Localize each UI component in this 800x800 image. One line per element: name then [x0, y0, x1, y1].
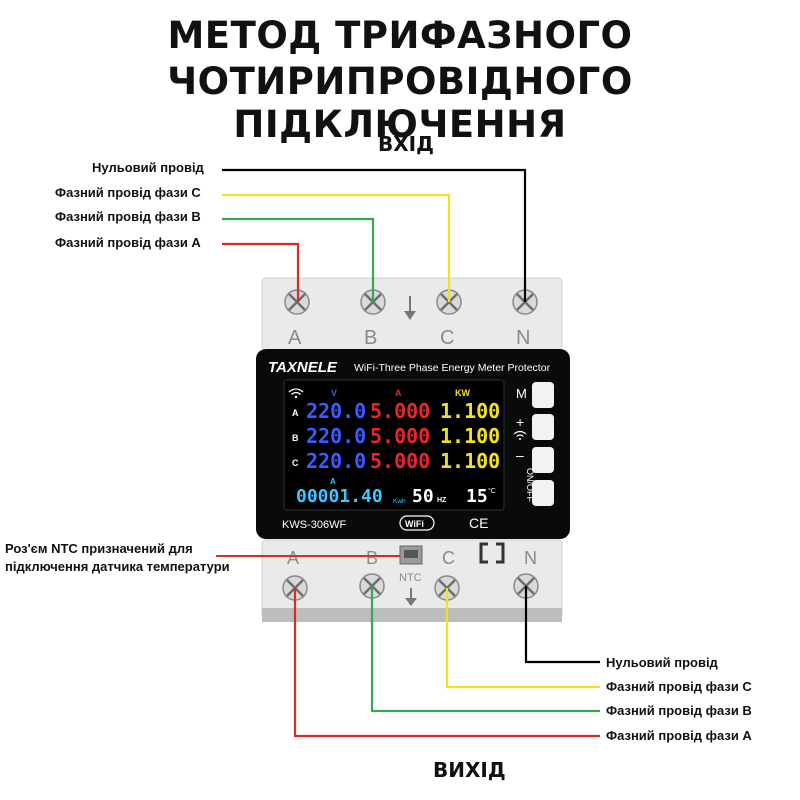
output-wire-phase-a: [293, 588, 600, 738]
output-section-label: ВИХІД: [433, 758, 506, 782]
input-label-phase-b: Фазний провід фази B: [55, 209, 201, 224]
ntc-note-line-1: Роз'єм NTC призначений для: [5, 541, 193, 556]
output-wire-phase-c: [445, 588, 600, 689]
ntc-socket: [404, 550, 418, 558]
bottom-rail: [262, 608, 562, 622]
lcd-screen: [283, 379, 505, 511]
row-b-current: 5.000: [370, 424, 430, 448]
title-line-2: ЧОТИРИПРОВІДНОГО ПІДКЛЮЧЕННЯ: [167, 60, 633, 146]
top-terminal-n: N: [516, 327, 530, 349]
row-b-phase: B: [292, 433, 299, 443]
row-a-voltage: 220.0: [306, 399, 366, 423]
input-wire-neutral: [222, 168, 527, 302]
row-c-voltage: 220.0: [306, 449, 366, 473]
wifi-badge-frame: [399, 515, 435, 531]
button-label-m: M: [516, 386, 527, 401]
row-c-power: 1.100: [440, 449, 500, 473]
row-b-power: 1.100: [440, 424, 500, 448]
energy-unit: Kwh: [393, 498, 406, 505]
brand-logo: TAXNELE: [268, 359, 338, 376]
row-b-voltage: 220.0: [306, 424, 366, 448]
output-label-neutral: Нульовий провід: [606, 655, 718, 670]
col-header-current: A: [395, 388, 402, 398]
output-label-phase-c: Фазний провід фази C: [606, 679, 752, 694]
input-label-phase-c: Фазний провід фази C: [55, 185, 201, 200]
m-button[interactable]: [532, 382, 554, 408]
top-terminal-b: B: [364, 327, 377, 349]
onoff-button[interactable]: [532, 480, 554, 506]
output-label-phase-b: Фазний провід фази B: [606, 703, 752, 718]
output-label-phase-a: Фазний провід фази A: [606, 728, 752, 743]
top-terminal-c: C: [440, 327, 454, 349]
button-label-plus: +: [516, 414, 524, 430]
output-wire-neutral: [524, 586, 600, 664]
row-a-phase: A: [292, 408, 299, 418]
input-label-neutral: Нульовий провід: [92, 160, 204, 175]
frequency-value: 50: [412, 486, 434, 507]
energy-value: 00001.40: [296, 486, 383, 507]
bottom-terminal-c: C: [442, 548, 455, 568]
wifi-small-icon: [513, 430, 527, 440]
plus-button[interactable]: [532, 414, 554, 440]
row-c-phase: C: [292, 458, 299, 468]
din-clip-icon: [479, 542, 505, 564]
down-arrow-icon: [404, 296, 416, 320]
ce-mark: CE: [469, 515, 488, 531]
input-wire-phase-a: [222, 242, 300, 302]
model-label: KWS-306WF: [282, 519, 346, 531]
top-terminal-a: A: [288, 327, 302, 349]
minus-button[interactable]: [532, 447, 554, 473]
col-header-power: KW: [455, 388, 470, 398]
input-label-phase-a: Фазний провід фази A: [55, 235, 201, 250]
row-a-current: 5.000: [370, 399, 430, 423]
temperature-unit: °C: [488, 487, 496, 495]
ntc-label: NTC: [399, 572, 422, 584]
button-label-minus: –: [516, 447, 524, 463]
bottom-terminal-b: B: [366, 548, 378, 568]
frequency-unit: HZ: [437, 497, 447, 504]
input-wire-phase-b: [222, 217, 375, 302]
wifi-badge: WiFi: [405, 519, 424, 529]
energy-header: A: [330, 477, 336, 486]
input-wire-phase-c: [222, 193, 451, 302]
bottom-terminal-a: A: [287, 548, 299, 568]
output-wire-phase-b: [370, 586, 600, 713]
title-line-1: МЕТОД ТРИФАЗНОГО: [167, 14, 633, 57]
down-arrow-icon-bottom: [405, 588, 417, 606]
product-name: WiFi-Three Phase Energy Meter Protector: [354, 362, 551, 374]
ntc-note-line-2: підключення датчика температури: [5, 559, 230, 574]
bottom-terminal-n: N: [524, 548, 537, 568]
temperature-value: 15: [466, 486, 488, 507]
button-label-onoff: ON/OFF: [525, 468, 535, 502]
input-section-label: ВХІД: [378, 132, 434, 156]
row-c-current: 5.000: [370, 449, 430, 473]
col-header-voltage: V: [331, 388, 337, 398]
row-a-power: 1.100: [440, 399, 500, 423]
wifi-icon: [288, 388, 304, 399]
